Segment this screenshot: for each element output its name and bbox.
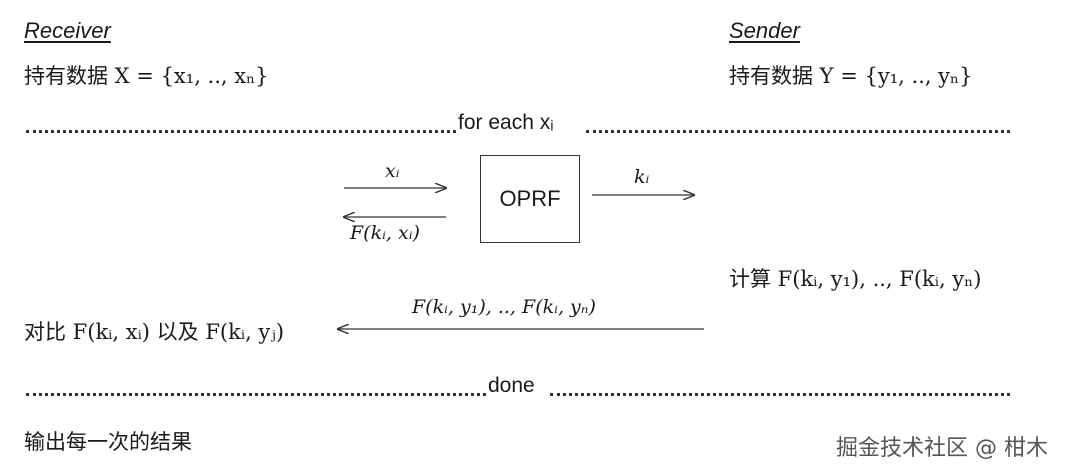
loop-start-label: for each xᵢ: [456, 111, 556, 135]
sender-title: Sender: [729, 18, 800, 43]
oprf-box: OPRF: [480, 155, 580, 243]
oprf-box-label: OPRF: [499, 186, 561, 211]
loop-start-dots-right: [586, 130, 1010, 133]
oprf-output-back-label: F(kᵢ, xᵢ): [350, 222, 420, 244]
sender-compute: 计算 F(kᵢ, y₁), .., F(kᵢ, yₙ): [729, 267, 982, 291]
loop-end-dots-right: [550, 393, 1010, 396]
receiver-holds-data: 持有数据 X = {x₁, .., xₙ}: [24, 64, 269, 88]
oprf-input-label: xᵢ: [385, 160, 400, 182]
transfer-label: F(kᵢ, y₁), .., F(kᵢ, yₙ): [412, 296, 596, 318]
loop-start-dots-left: [26, 130, 456, 133]
loop-end-dots-left: [26, 393, 486, 396]
receiver-title: Receiver: [24, 18, 111, 43]
watermark: 掘金技术社区 @ 柑木: [836, 436, 1048, 461]
loop-end-label: done: [486, 374, 537, 398]
sender-holds-data: 持有数据 Y = {y₁, .., yₙ}: [729, 64, 973, 88]
oprf-key-label: kᵢ: [634, 166, 650, 188]
receiver-output: 输出每一次的结果: [24, 430, 192, 454]
receiver-compare: 对比 F(kᵢ, xᵢ) 以及 F(kᵢ, yⱼ): [24, 320, 285, 344]
